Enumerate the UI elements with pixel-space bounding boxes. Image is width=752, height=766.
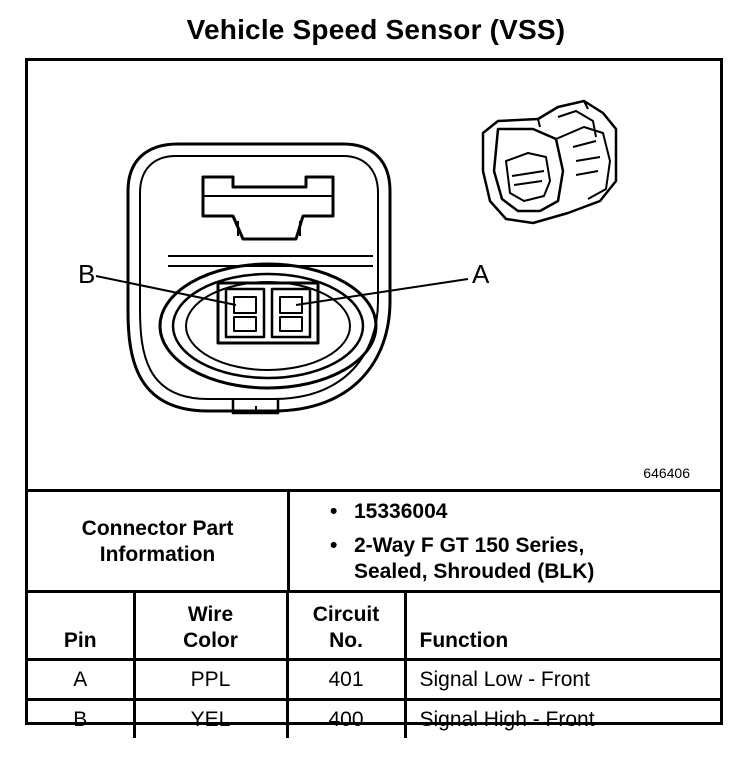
leader-line-a [295,278,469,306]
connector-part-label: Connector Part Information [28,489,290,591]
header-pin: Pin [28,590,136,660]
connector-3d-view [481,99,618,225]
bullet-icon: • [330,533,338,557]
pin-label-a: A [472,259,490,289]
bullet-item: • 2-Way F GT 150 Series, Sealed, Shroude… [330,533,595,583]
table-row: B YEL 400 Signal High - Front [28,698,720,738]
table-row: A PPL 401 Signal Low - Front [28,658,720,700]
connector-drawing: B A 646406 [28,61,720,489]
cell-pin: A [28,658,136,700]
seal-outer-ring [158,262,378,390]
bullet-item: • 15336004 [330,499,448,523]
bullet-icon: • [330,499,338,523]
terminal-cavity-b [224,287,266,339]
cell-circuit: 401 [287,658,407,700]
pin-label-b: B [78,259,96,289]
cell-function: Signal High - Front [405,698,720,738]
header-function: Function [405,590,720,660]
connector-latch [201,175,335,241]
cell-wire-color: PPL [134,658,289,700]
terminal-cavity-a [270,287,312,339]
connector-info-table: Connector Part Information • 15336004 • … [28,489,720,591]
figure-number: 646406 [643,465,690,481]
cell-pin: B [28,698,136,738]
connector-outer-shell [126,142,392,413]
connector-face-illustration [95,99,618,415]
terminal-housing [216,281,320,345]
leader-line-b [95,275,237,306]
cell-circuit: 400 [287,698,407,738]
diagram-frame: B A 646406 Connector Part Information • … [25,58,723,738]
cell-function: Signal Low - Front [405,658,720,700]
cell-wire-color: YEL [134,698,289,738]
diagram-title: Vehicle Speed Sensor (VSS) [186,14,566,45]
connector-part-details: • 15336004 • 2-Way F GT 150 Series, Seal… [288,489,720,591]
